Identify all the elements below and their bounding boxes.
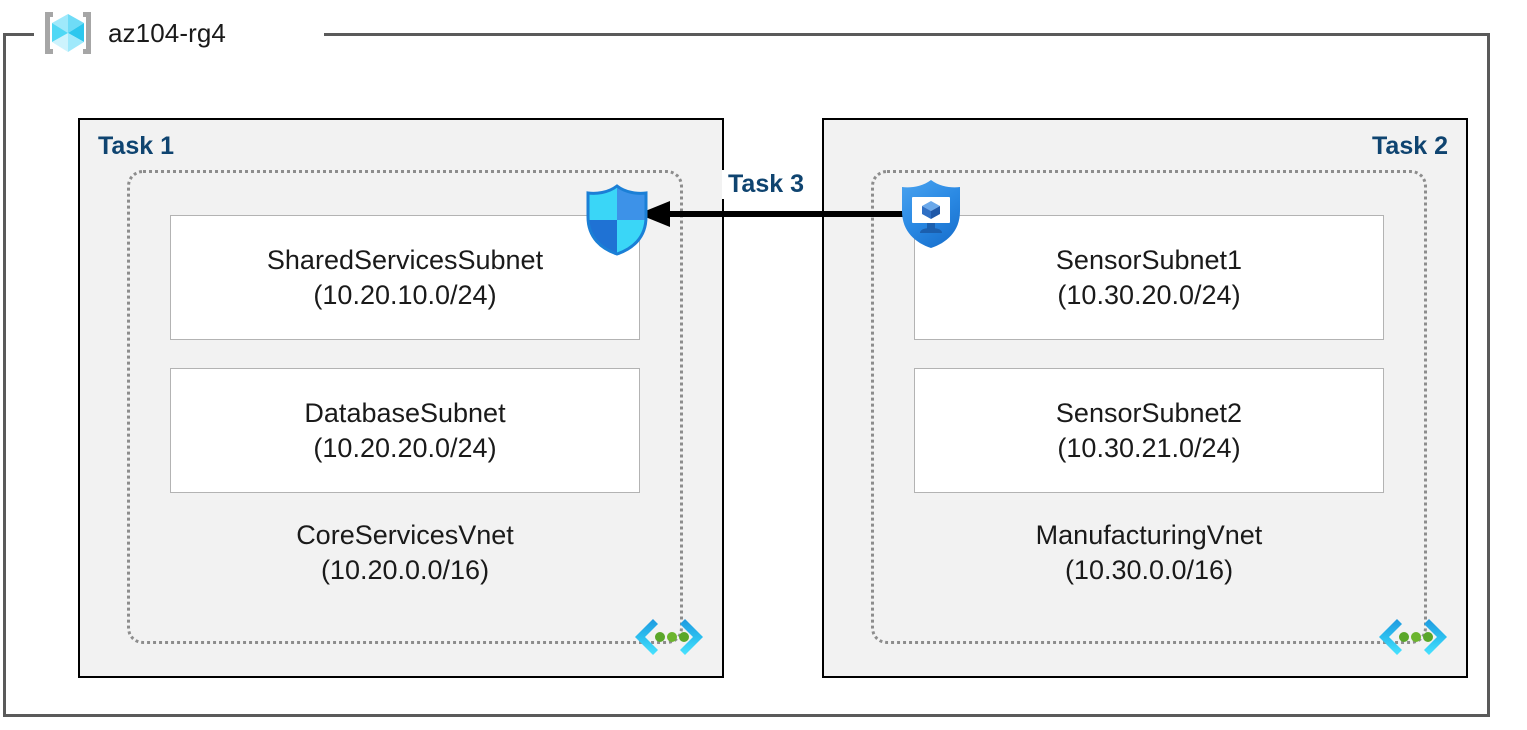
vnet-peering-arrow xyxy=(636,196,912,232)
resource-group-label: az104-rg4 xyxy=(40,6,226,60)
vnet-1-caption: CoreServicesVnet (10.20.0.0/16) xyxy=(130,518,680,588)
subnet-name: SharedServicesSubnet xyxy=(266,244,544,275)
vnet-name: CoreServicesVnet xyxy=(296,520,514,550)
subnet-shared-services[interactable]: SharedServicesSubnet (10.20.10.0/24) xyxy=(170,215,640,340)
subnet-name: SensorSubnet1 xyxy=(1055,244,1243,275)
task-2-label: Task 2 xyxy=(1372,132,1448,160)
subnet-cidr: (10.30.21.0/24) xyxy=(1057,432,1241,463)
vnet-icon xyxy=(1376,615,1450,667)
subnet-name: DatabaseSubnet xyxy=(304,397,506,428)
subnet-database[interactable]: DatabaseSubnet (10.20.20.0/24) xyxy=(170,368,640,493)
resource-group-name: az104-rg4 xyxy=(108,17,226,48)
subnet-cidr: (10.20.10.0/24) xyxy=(313,279,497,310)
resource-group-frame xyxy=(3,33,1490,717)
vnet-manufacturing[interactable]: SensorSubnet1 (10.30.20.0/24) SensorSubn… xyxy=(871,170,1447,655)
resource-group-cube-icon xyxy=(40,8,96,58)
vnet-2-caption: ManufacturingVnet (10.30.0.0/16) xyxy=(874,518,1424,588)
subnet-sensor-1[interactable]: SensorSubnet1 (10.30.20.0/24) xyxy=(914,215,1384,340)
vnet-name: ManufacturingVnet xyxy=(1035,520,1263,550)
network-security-group-shield-icon xyxy=(898,178,964,250)
task-box-1[interactable]: Task 1 SharedServicesSubnet (10.20.10.0/… xyxy=(78,118,724,678)
firewall-shield-icon xyxy=(584,184,650,256)
vnet-cidr: (10.20.0.0/16) xyxy=(320,555,490,586)
task-1-label: Task 1 xyxy=(98,132,174,160)
vnet-icon xyxy=(632,615,706,667)
subnet-cidr: (10.20.20.0/24) xyxy=(313,432,497,463)
subnet-name: SensorSubnet2 xyxy=(1055,397,1243,428)
subnet-sensor-2[interactable]: SensorSubnet2 (10.30.21.0/24) xyxy=(914,368,1384,493)
subnet-cidr: (10.30.20.0/24) xyxy=(1057,279,1241,310)
task-3-label: Task 3 xyxy=(722,170,810,199)
vnet-cidr: (10.30.0.0/16) xyxy=(1064,555,1234,586)
